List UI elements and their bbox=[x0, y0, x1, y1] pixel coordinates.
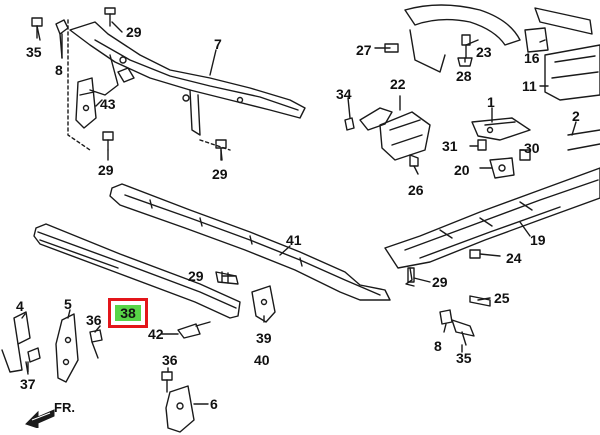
front-arrow-icon bbox=[25, 409, 55, 429]
bolt-42 bbox=[177, 321, 211, 339]
callout-29-mid: 29 bbox=[188, 268, 204, 284]
bolt-29-middle bbox=[215, 271, 239, 285]
bolt-group-top-left bbox=[31, 7, 227, 161]
callout-37: 37 bbox=[20, 376, 36, 392]
callout-31: 31 bbox=[442, 138, 458, 154]
highlight-part-38[interactable]: 38 bbox=[108, 298, 148, 328]
callout-27: 27 bbox=[356, 42, 372, 58]
part-6-bracket bbox=[165, 385, 195, 433]
callout-5: 5 bbox=[64, 296, 72, 312]
highlight-fill bbox=[115, 305, 141, 321]
small-parts-31-30-20 bbox=[477, 139, 531, 179]
callout-23: 23 bbox=[476, 44, 492, 60]
part-19-floor-rail bbox=[384, 167, 600, 287]
callout-28: 28 bbox=[456, 68, 472, 84]
front-direction-indicator: FR. bbox=[24, 398, 86, 429]
callout-8-right: 8 bbox=[434, 338, 442, 354]
callout-4: 4 bbox=[16, 298, 24, 314]
part-7-upper-frame bbox=[69, 21, 306, 136]
callout-35-right: 35 bbox=[456, 350, 472, 366]
callout-36-left: 36 bbox=[86, 312, 102, 328]
part-1-bracket bbox=[471, 117, 531, 141]
callout-7: 7 bbox=[214, 36, 222, 52]
callout-24-right: 24 bbox=[506, 250, 522, 266]
callout-41: 41 bbox=[286, 232, 302, 248]
callout-19: 19 bbox=[530, 232, 546, 248]
highlight-label: 38 bbox=[120, 305, 136, 321]
callout-36-lower: 36 bbox=[162, 352, 178, 368]
callout-30: 30 bbox=[524, 140, 540, 156]
part-4-left-bracket bbox=[1, 311, 41, 375]
part-39-bracket bbox=[251, 285, 276, 323]
callout-39: 39 bbox=[256, 330, 272, 346]
callout-1: 1 bbox=[487, 94, 495, 110]
callout-29-top: 29 bbox=[126, 24, 142, 40]
part-wheel-arch bbox=[384, 4, 521, 73]
callout-43: 43 bbox=[100, 96, 116, 112]
callout-6: 6 bbox=[210, 396, 218, 412]
callout-29-right: 25 bbox=[494, 290, 510, 306]
part-22-mount bbox=[344, 107, 431, 167]
callout-35-top: 35 bbox=[26, 44, 42, 60]
callout-40: 40 bbox=[254, 352, 270, 368]
callout-2: 2 bbox=[572, 108, 580, 124]
callout-11: 11 bbox=[522, 78, 537, 94]
callout-34: 34 bbox=[336, 86, 352, 102]
callout-20: 20 bbox=[454, 162, 470, 178]
callout-42: 42 bbox=[148, 326, 164, 342]
callout-8-top: 8 bbox=[55, 62, 63, 78]
callout-29-left: 29 bbox=[98, 162, 114, 178]
callout-29-center: 29 bbox=[212, 166, 228, 182]
part-5-bracket bbox=[55, 313, 79, 383]
callout-16: 16 bbox=[524, 50, 540, 66]
callout-24-lower: 29 bbox=[432, 274, 448, 290]
callout-22: 22 bbox=[390, 76, 406, 92]
front-label: FR. bbox=[54, 400, 75, 415]
part-38-front-bar bbox=[33, 223, 241, 319]
callout-26: 26 bbox=[408, 182, 424, 198]
part-43-bracket bbox=[75, 77, 97, 129]
part-41-center-member bbox=[109, 183, 391, 301]
